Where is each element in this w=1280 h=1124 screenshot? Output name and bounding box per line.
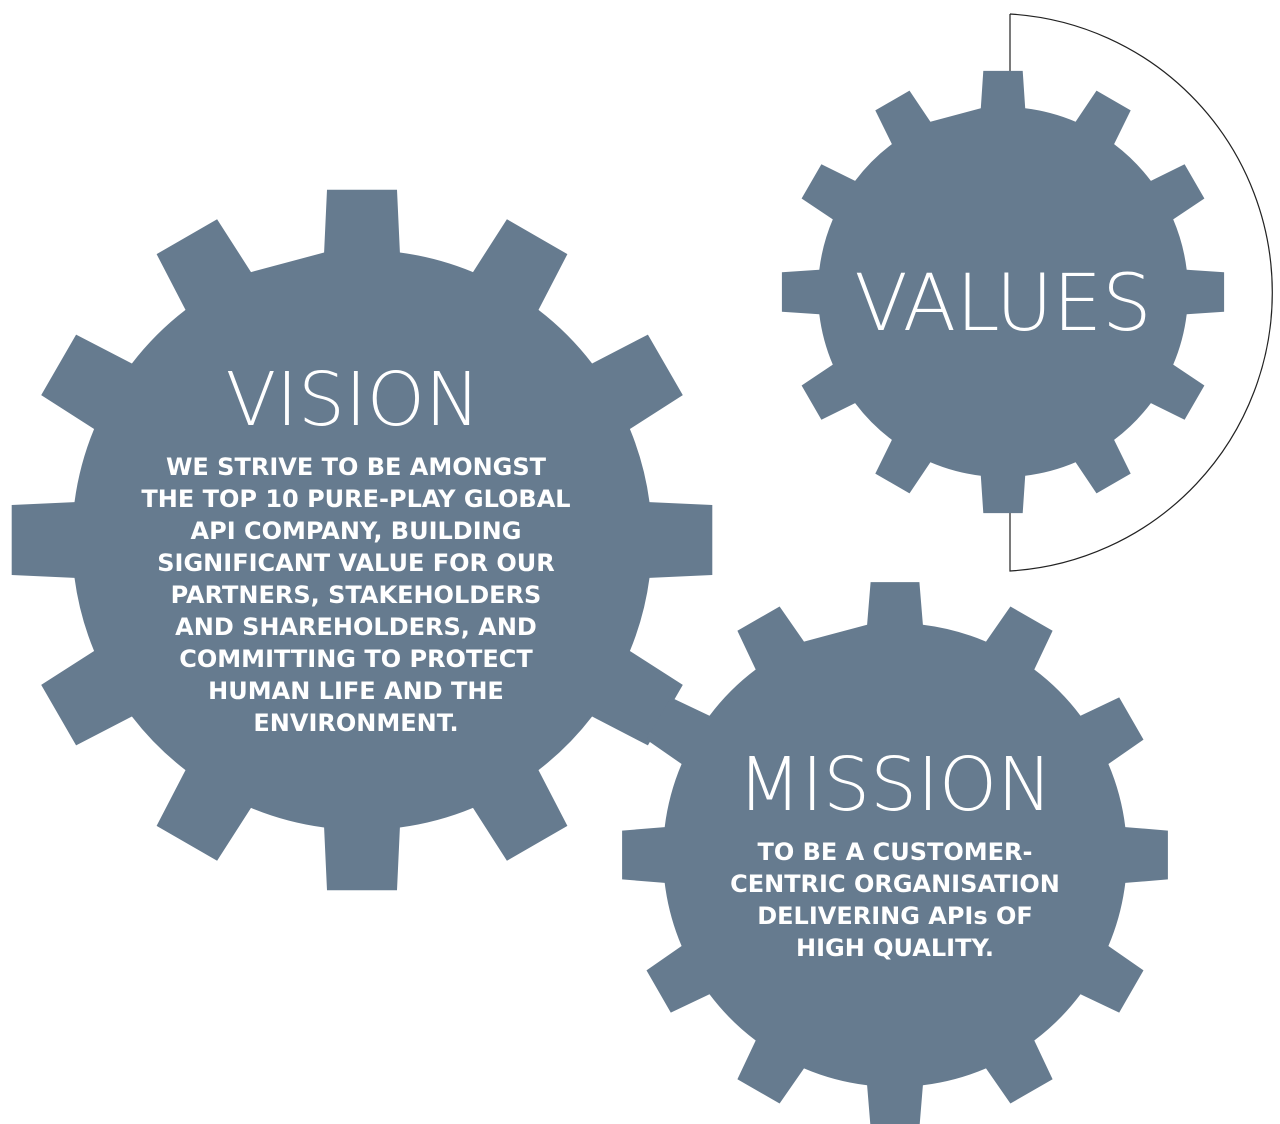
vision-line: AND SHAREHOLDERS, AND <box>175 613 537 641</box>
values-arc-outline <box>1009 13 1273 572</box>
mission-line: DELIVERING APIs OF <box>757 902 1033 930</box>
vision-line: PARTNERS, STAKEHOLDERS <box>171 581 542 609</box>
mission-gear <box>622 582 1168 1124</box>
vision-line: API COMPANY, BUILDING <box>191 517 522 545</box>
values-title: VALUES <box>854 259 1151 349</box>
vision-line: WE STRIVE TO BE AMONGST <box>166 453 547 481</box>
mission-line: TO BE A CUSTOMER- <box>758 838 1033 866</box>
vision-gear <box>11 189 713 891</box>
vision-line: HUMAN LIFE AND THE <box>208 677 504 705</box>
vision-line: COMMITTING TO PROTECT <box>179 645 533 673</box>
vision-line: ENVIRONMENT. <box>253 709 458 737</box>
mission-line: HIGH QUALITY. <box>796 934 994 962</box>
mission-title: MISSION <box>737 742 1052 828</box>
vision-statement: WE STRIVE TO BE AMONGST THE TOP 10 PURE-… <box>141 453 570 737</box>
values-gear <box>781 70 1225 514</box>
vision-line: SIGNIFICANT VALUE FOR OUR <box>157 549 554 577</box>
mission-line: CENTRIC ORGANISATION <box>730 870 1060 898</box>
vision-title: VISION <box>226 357 481 443</box>
mission-statement: TO BE A CUSTOMER- CENTRIC ORGANISATION D… <box>730 838 1060 962</box>
vision-line: THE TOP 10 PURE-PLAY GLOBAL <box>141 485 570 513</box>
